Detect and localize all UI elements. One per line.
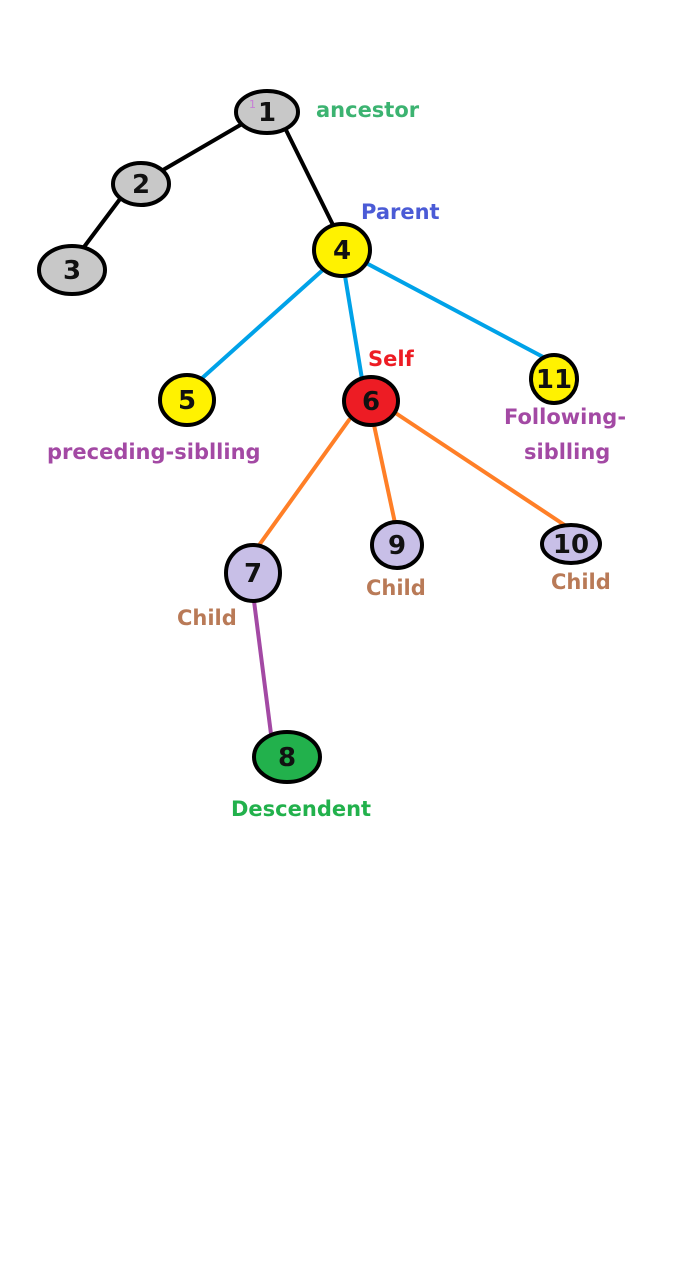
node-9-circle (370, 520, 424, 570)
self-label: Self (368, 347, 415, 371)
node-9: 9 (370, 520, 424, 570)
preceding-sibling-label: preceding-siblling (47, 440, 261, 464)
edge-6-9 (372, 423, 397, 525)
edge-6-7 (255, 418, 351, 550)
node-1-label: 1 (258, 98, 276, 128)
node-1-circle (234, 89, 300, 135)
descendent-label: Descendent (231, 797, 371, 821)
ancestor-label: ancestor (316, 98, 420, 122)
node-4: 4 (312, 222, 372, 278)
node-8-label: 8 (278, 743, 296, 773)
node-11: 11 (529, 353, 579, 405)
small-mark-label: 1 (249, 98, 256, 111)
nodes-layer: 1 2 3 4 5 6 7 8 9 10 11 (37, 89, 602, 784)
edge-2-3 (82, 197, 122, 249)
node-3-circle (37, 244, 107, 296)
node-9-label: 9 (388, 531, 406, 561)
node-10-label: 10 (553, 530, 589, 560)
node-5-label: 5 (178, 386, 196, 416)
child-label-9: Child (366, 576, 426, 600)
node-2-label: 2 (132, 170, 150, 200)
node-7: 7 (224, 543, 282, 603)
following-sibling-label-line2: siblling (524, 440, 610, 464)
node-10: 10 (540, 523, 602, 565)
child-label-10: Child (551, 570, 611, 594)
node-4-label: 4 (333, 236, 351, 266)
node-2-circle (111, 161, 171, 207)
parent-label: Parent (361, 200, 440, 224)
edge-6-10 (392, 410, 568, 528)
child-label-7: Child (177, 606, 237, 630)
edges-layer (82, 122, 568, 736)
edge-7-8 (252, 599, 273, 736)
node-6-circle (342, 375, 400, 427)
edge-4-5 (198, 266, 327, 382)
node-8-circle (252, 730, 322, 784)
edge-4-6 (343, 274, 364, 381)
node-1: 1 (234, 89, 300, 135)
edge-4-11 (366, 262, 547, 360)
node-2: 2 (111, 161, 171, 207)
following-sibling-label-line1: Following- (504, 405, 626, 429)
node-5-circle (158, 373, 216, 427)
node-3-label: 3 (63, 256, 81, 286)
node-11-circle (529, 353, 579, 405)
node-5: 5 (158, 373, 216, 427)
node-11-label: 11 (536, 365, 572, 395)
edge-1-4 (284, 128, 336, 229)
node-4-circle (312, 222, 372, 278)
node-7-label: 7 (244, 559, 262, 589)
node-7-circle (224, 543, 282, 603)
node-10-circle (540, 523, 602, 565)
node-3: 3 (37, 244, 107, 296)
node-6-label: 6 (362, 387, 380, 417)
edge-1-2 (161, 122, 244, 172)
node-8: 8 (252, 730, 322, 784)
node-6: 6 (342, 375, 400, 427)
